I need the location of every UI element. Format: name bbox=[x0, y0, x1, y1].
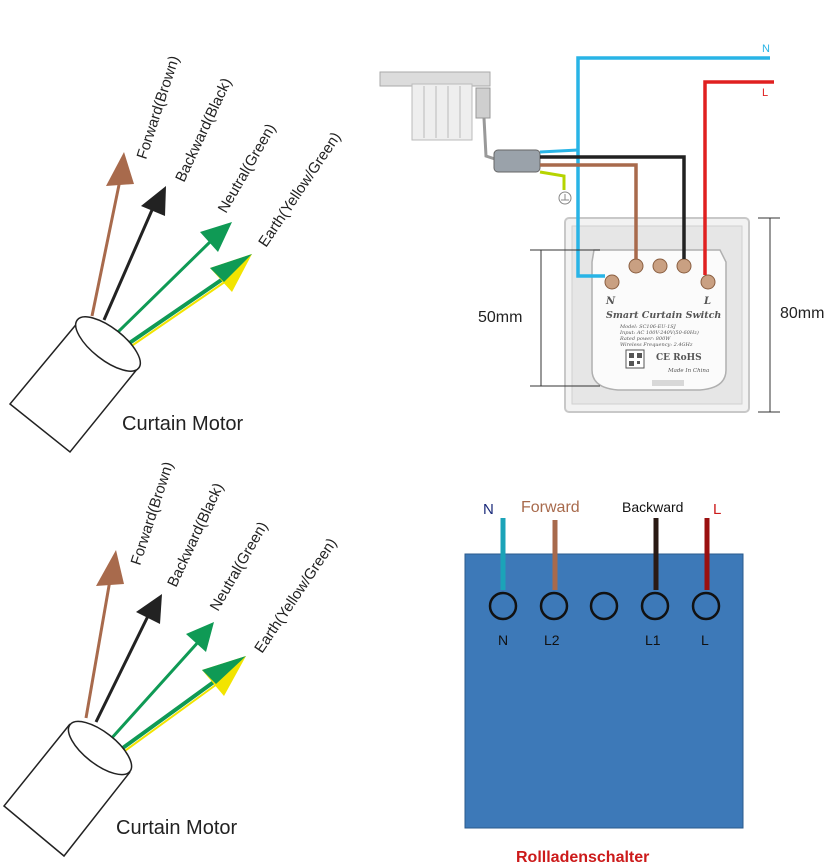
dim-80mm-label: 80mm bbox=[780, 305, 824, 322]
bs-caption: Rollladenschalter bbox=[516, 849, 649, 866]
qr-code-icon bbox=[625, 349, 645, 369]
bs-label-l: L bbox=[713, 501, 721, 518]
terminal-l2 bbox=[628, 258, 644, 274]
wire-motor-blue bbox=[539, 148, 579, 154]
bottom-forward-wire bbox=[84, 579, 112, 719]
device-certs: CE RoHS bbox=[656, 353, 702, 363]
switch-panel bbox=[464, 553, 744, 829]
bs-terminal-l1 bbox=[640, 591, 670, 621]
top-earth-wire-green bbox=[126, 272, 232, 346]
bottom-label-earth: Earth(Yellow/Green) bbox=[251, 535, 340, 656]
top-backward-arrowhead bbox=[141, 186, 166, 216]
top-neutral-arrowhead bbox=[200, 222, 232, 252]
top-neutral-wire bbox=[116, 238, 214, 334]
terminal-l1 bbox=[676, 258, 692, 274]
bottom-label-neutral: Neutral(Green) bbox=[207, 519, 272, 614]
bottom-neutral-wire bbox=[108, 638, 202, 742]
bottom-backward-wire bbox=[94, 615, 150, 723]
device-line-2: Input: AC 100V-240V(50-60Hz) bbox=[619, 329, 699, 336]
bottom-forward-arrowhead bbox=[96, 550, 124, 586]
bs-term-label-l1: L1 bbox=[645, 632, 661, 648]
wire-neutral-blue bbox=[576, 56, 770, 278]
bottom-earth-arrowhead-green bbox=[202, 656, 246, 684]
bottom-neutral-arrowhead bbox=[186, 622, 214, 652]
top-earth-wire-yellow bbox=[129, 276, 233, 348]
top-motor-group: Forward(Brown) Backward(Black) Neutral(G… bbox=[8, 54, 345, 454]
dimension-50mm: 50mm bbox=[478, 249, 600, 387]
device-l-label: L bbox=[703, 296, 711, 307]
bottom-label-forward: Forward(Brown) bbox=[128, 460, 177, 568]
bs-term-label-l2: L2 bbox=[544, 632, 560, 648]
bottom-label-backward: Backward(Black) bbox=[164, 481, 227, 590]
bottom-switch-group: N L2 L1 L N Forward Backward L Rollladen… bbox=[464, 499, 744, 866]
device-name: Smart Curtain Switch bbox=[606, 310, 721, 321]
bottom-backward-arrowhead bbox=[136, 594, 162, 624]
dim-50mm-label: 50mm bbox=[478, 309, 522, 326]
wire-backward-black bbox=[540, 155, 686, 259]
terminal-mid bbox=[652, 258, 668, 274]
device-line-4: Wireless Frequency: 2.4GHz bbox=[620, 342, 693, 348]
bottom-earth-wire-green bbox=[118, 674, 224, 752]
top-switch-group: N L Smart Curtain Switch Model: SC106-EU… bbox=[379, 43, 824, 413]
top-forward-arrowhead bbox=[106, 152, 134, 186]
bs-terminal-n bbox=[488, 591, 518, 621]
wire-live-red bbox=[703, 80, 774, 275]
terminal-l bbox=[700, 274, 716, 290]
top-forward-wire bbox=[90, 179, 122, 317]
device-made-in: Made In China bbox=[667, 368, 709, 374]
motor-photo bbox=[379, 71, 541, 173]
terminal-n bbox=[604, 274, 620, 290]
top-label-neutral: Neutral(Green) bbox=[215, 121, 280, 216]
bottom-motor-title: Curtain Motor bbox=[116, 817, 237, 839]
bs-label-forward: Forward bbox=[521, 499, 580, 516]
device-line-3: Rated power: 800W bbox=[619, 336, 671, 342]
top-backward-wire bbox=[102, 209, 154, 321]
bs-term-label-l: L bbox=[701, 632, 709, 648]
bs-label-n: N bbox=[483, 501, 494, 518]
bs-terminal-l bbox=[691, 591, 721, 621]
bs-terminal-l2 bbox=[539, 591, 569, 621]
wire-l-label: L bbox=[762, 87, 768, 99]
wire-earth-yg bbox=[539, 170, 566, 190]
bs-terminal-empty bbox=[589, 591, 619, 621]
bottom-motor-group: Forward(Brown) Backward(Black) Neutral(G… bbox=[2, 460, 341, 858]
bottom-earth-wire-yellow bbox=[121, 678, 225, 754]
dimension-80mm: 80mm bbox=[758, 217, 824, 413]
wire-forward-brown bbox=[540, 163, 638, 259]
bottom-motor-body bbox=[2, 720, 133, 858]
top-label-backward: Backward(Black) bbox=[172, 76, 235, 185]
top-label-forward: Forward(Brown) bbox=[134, 54, 183, 162]
device-line-1: Model: SC106-EU-1SJ bbox=[619, 324, 677, 330]
device-n-label: N bbox=[605, 296, 616, 307]
bs-term-label-n: N bbox=[498, 632, 508, 648]
bs-label-backward: Backward bbox=[622, 499, 683, 515]
top-motor-body bbox=[8, 316, 142, 454]
top-motor-title: Curtain Motor bbox=[122, 413, 243, 435]
top-earth-arrowhead-green bbox=[210, 254, 252, 282]
wire-n-label: N bbox=[762, 43, 770, 55]
